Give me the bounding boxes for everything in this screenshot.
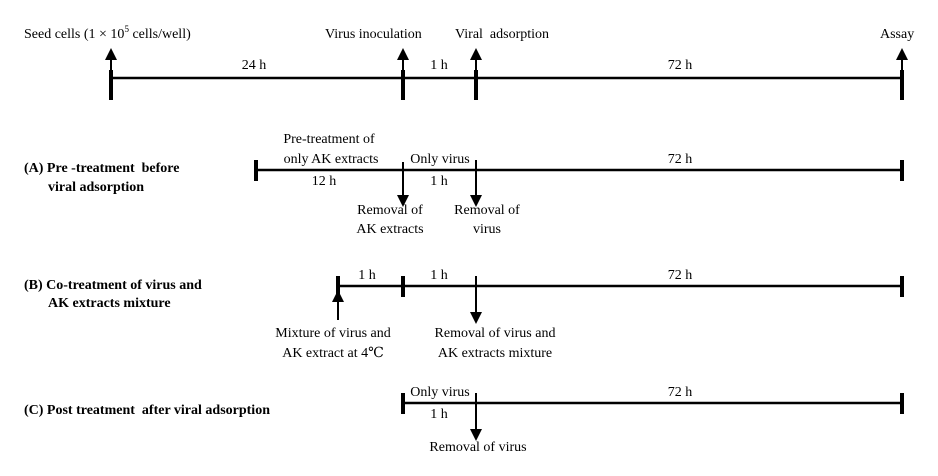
main-timeline: Seed cells (1 × 105 cells/well) Virus in… — [24, 24, 914, 100]
viral-adsorption-label: Viral adsorption — [455, 27, 549, 42]
b-removal-line1: Removal of virus and — [435, 326, 556, 341]
timeline-c: (C) Post treatment after viral adsorptio… — [24, 385, 904, 455]
c-duration-1h: 1 h — [430, 407, 448, 422]
c-only-virus: Only virus — [410, 385, 470, 400]
a-duration-12h: 12 h — [312, 174, 337, 189]
b-duration-1h-second: 1 h — [430, 268, 448, 283]
a-removal-ak-line2: AK extracts — [356, 222, 423, 237]
a-pretreatment-line2: only AK extracts — [284, 152, 379, 167]
c-removal-virus: Removal of virus — [429, 440, 526, 455]
b-duration-1h-first: 1 h — [358, 268, 376, 283]
label-c: (C) Post treatment after viral adsorptio… — [24, 403, 270, 418]
label-b-line1: (B) Co-treatment of virus and — [24, 278, 202, 293]
duration-1h: 1 h — [430, 58, 448, 73]
a-duration-72h: 72 h — [668, 152, 693, 167]
virus-inoculation-label: Virus inoculation — [325, 27, 422, 42]
label-a-line1: (A) Pre -treatment before — [24, 161, 179, 176]
label-b-line2: AK extracts mixture — [48, 296, 171, 311]
label-a-line2: viral adsorption — [48, 180, 144, 195]
duration-24h: 24 h — [242, 58, 267, 73]
assay-label: Assay — [880, 27, 914, 42]
seed-cells-label: Seed cells (1 × 105 cells/well) — [24, 24, 191, 42]
b-mixture-line2: AK extract at 4℃ — [282, 346, 384, 361]
a-only-virus: Only virus — [410, 152, 470, 167]
b-duration-72h: 72 h — [668, 268, 693, 283]
a-pretreatment-line1: Pre-treatment of — [283, 132, 375, 147]
a-removal-virus-line1: Removal of — [454, 203, 520, 218]
c-duration-72h: 72 h — [668, 385, 693, 400]
b-removal-line2: AK extracts mixture — [438, 346, 552, 361]
duration-72h: 72 h — [668, 58, 693, 73]
a-duration-1h: 1 h — [430, 174, 448, 189]
timeline-b: (B) Co-treatment of virus and AK extract… — [24, 268, 904, 361]
a-removal-ak-line1: Removal of — [357, 203, 423, 218]
b-mixture-line1: Mixture of virus and — [275, 326, 390, 341]
timeline-a: (A) Pre -treatment before viral adsorpti… — [24, 132, 904, 237]
a-removal-virus-line2: virus — [473, 222, 501, 237]
